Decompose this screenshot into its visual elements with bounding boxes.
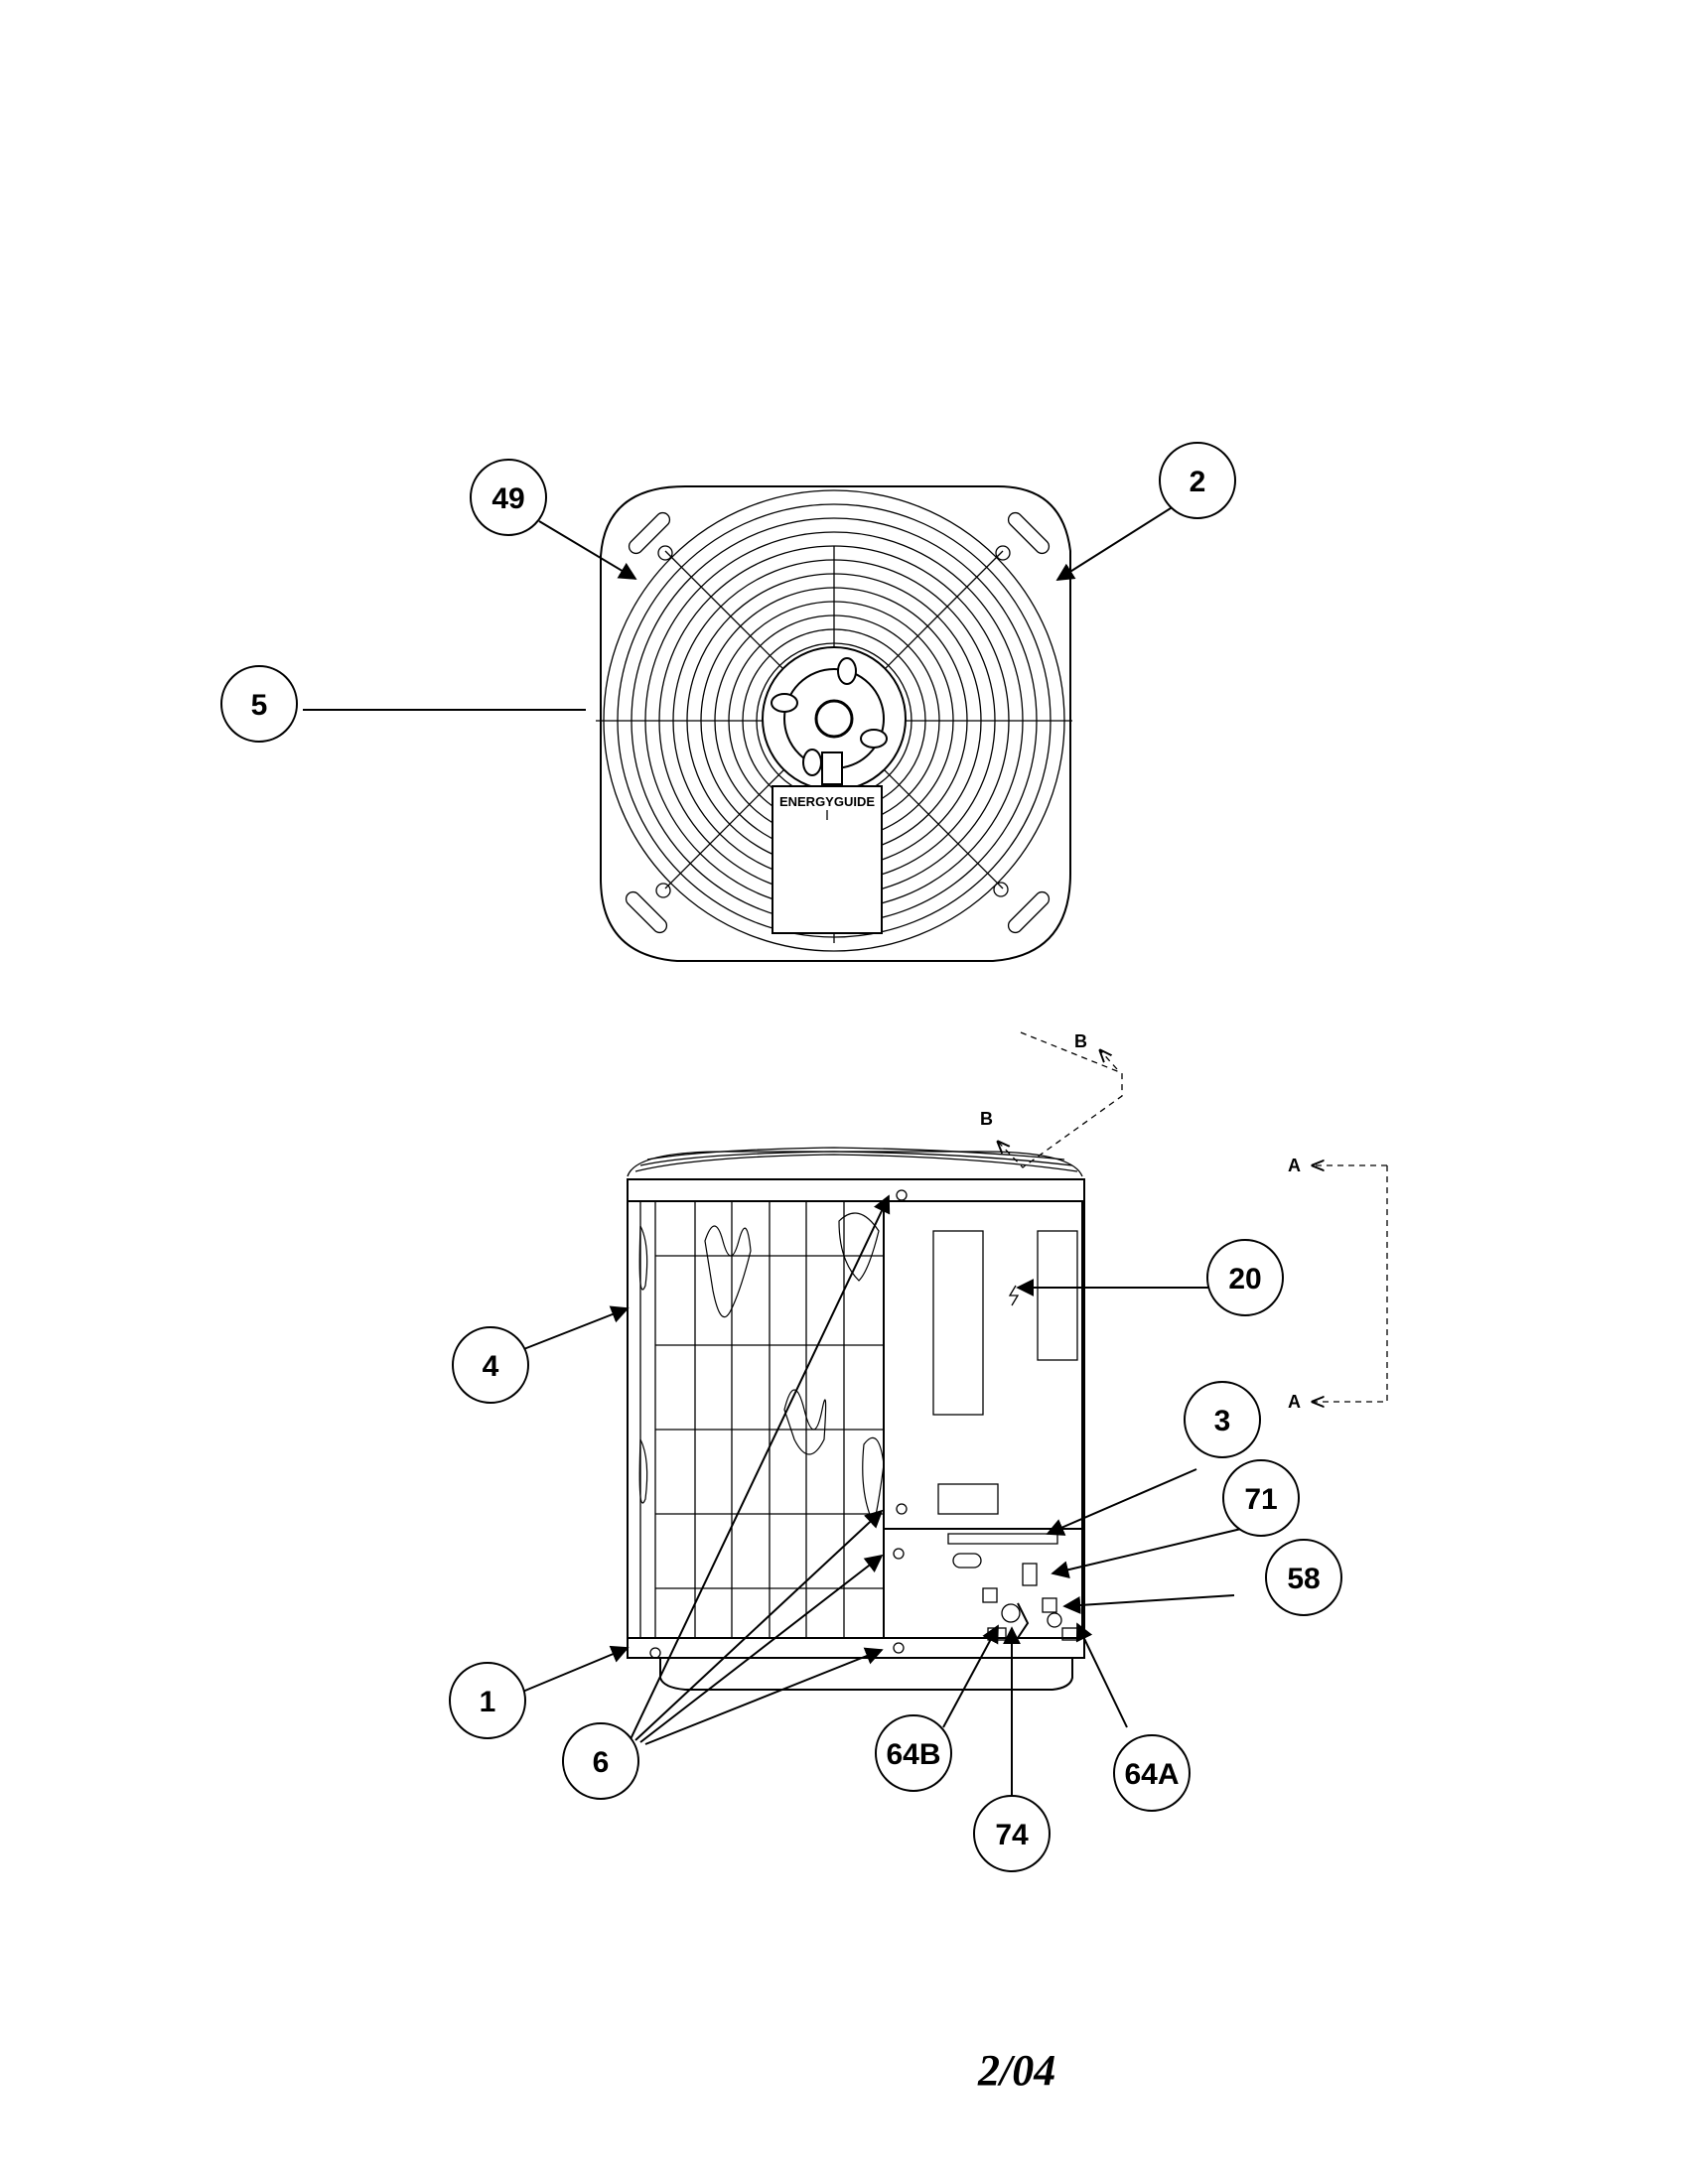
- cabinet-outline: [627, 1178, 1085, 1659]
- svg-text:2: 2: [1190, 466, 1206, 498]
- energyguide-label: ENERGYGUIDE: [772, 751, 883, 934]
- front-view: [627, 1147, 1085, 1691]
- callout-64a: 64A: [1113, 1734, 1191, 1812]
- callout-74: 74: [973, 1795, 1051, 1872]
- svg-text:64B: 64B: [886, 1738, 940, 1771]
- callout-71: 71: [1222, 1459, 1300, 1537]
- service-panel: [883, 1200, 1083, 1530]
- section-b-upper: B: [1074, 1031, 1087, 1051]
- callout-3: 3: [1184, 1381, 1261, 1458]
- callout-64b: 64B: [875, 1714, 952, 1792]
- callout-49: 49: [470, 459, 547, 536]
- fan-motor-hub: [762, 646, 907, 791]
- section-b-lower: B: [980, 1109, 993, 1129]
- top-view: ENERGYGUIDE: [596, 485, 1072, 962]
- valve-panel: [883, 1528, 1083, 1641]
- svg-text:71: 71: [1244, 1483, 1277, 1516]
- top-grille-lines: [634, 1147, 1078, 1172]
- base-pan: [659, 1658, 1073, 1691]
- svg-text:49: 49: [491, 482, 524, 515]
- section-a-lower: A: [1288, 1392, 1301, 1412]
- callout-5: 5: [220, 665, 298, 743]
- svg-text:74: 74: [995, 1819, 1029, 1851]
- svg-text:20: 20: [1228, 1263, 1261, 1296]
- callout-6: 6: [562, 1722, 639, 1800]
- corner-slots: [625, 511, 1051, 934]
- top-panel-outline: [600, 485, 1071, 962]
- svg-text:5: 5: [251, 689, 268, 722]
- callout-20: 20: [1206, 1239, 1284, 1316]
- leader-lines: [303, 500, 1242, 1804]
- coil-fins: [638, 1212, 885, 1526]
- callout-2: 2: [1159, 442, 1236, 519]
- callout-1: 1: [449, 1662, 526, 1739]
- grille-mounts: [655, 545, 1011, 898]
- svg-text:58: 58: [1287, 1563, 1320, 1595]
- coil-guard-grid: [639, 1201, 885, 1638]
- footer-date: 2/04: [978, 2046, 1056, 2095]
- svg-text:6: 6: [593, 1746, 610, 1779]
- panel-screws: [649, 1189, 908, 1659]
- svg-text:1: 1: [480, 1686, 496, 1718]
- section-a-upper: A: [1288, 1156, 1301, 1175]
- callout-58: 58: [1265, 1539, 1342, 1616]
- section-b: B B: [980, 1031, 1123, 1168]
- svg-text:3: 3: [1214, 1405, 1231, 1437]
- section-a: A A: [1288, 1156, 1388, 1412]
- svg-text:64A: 64A: [1124, 1758, 1179, 1791]
- callout-4: 4: [452, 1326, 529, 1404]
- svg-text:4: 4: [483, 1350, 499, 1383]
- energyguide-text: ENERGYGUIDE: [779, 794, 875, 809]
